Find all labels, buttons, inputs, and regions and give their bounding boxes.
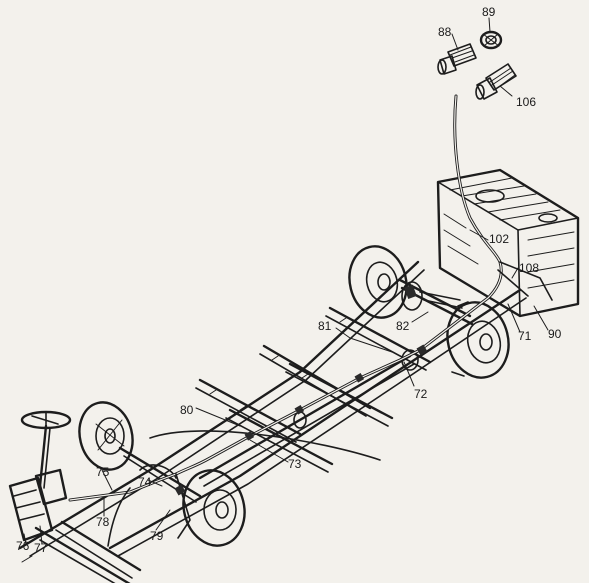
callout-108: 108 <box>519 261 539 275</box>
chassis-frame <box>18 260 527 583</box>
callout-80: 80 <box>180 403 194 417</box>
callout-76: 76 <box>16 539 30 553</box>
drive-shaft <box>198 349 419 487</box>
leader-lines <box>23 17 549 545</box>
callout-106: 106 <box>516 95 536 109</box>
callout-79: 79 <box>150 529 164 543</box>
callout-71: 71 <box>518 329 532 343</box>
callout-88: 88 <box>438 25 452 39</box>
callout-90: 90 <box>548 327 562 341</box>
steering-assembly <box>8 410 72 542</box>
front-wheel-left <box>78 401 134 471</box>
fuel-line <box>68 94 553 547</box>
front-wheel-right <box>182 469 246 547</box>
callout-75: 75 <box>96 465 110 479</box>
rear-wheel-right <box>446 301 510 379</box>
callout-labels: 88 89 106 102 108 81 82 71 90 72 80 73 7… <box>16 5 562 555</box>
callout-78: 78 <box>96 515 110 529</box>
callout-102: 102 <box>489 232 509 246</box>
line-clips <box>174 284 428 496</box>
fitting-89 <box>479 30 503 50</box>
callout-74: 74 <box>138 475 152 489</box>
callout-81: 81 <box>318 319 332 333</box>
callout-89: 89 <box>482 5 496 19</box>
fitting-106 <box>475 63 517 100</box>
callout-77: 77 <box>34 541 48 555</box>
fitting-88 <box>437 43 477 75</box>
callout-72: 72 <box>414 387 428 401</box>
callout-73: 73 <box>288 457 302 471</box>
callout-82: 82 <box>396 319 410 333</box>
